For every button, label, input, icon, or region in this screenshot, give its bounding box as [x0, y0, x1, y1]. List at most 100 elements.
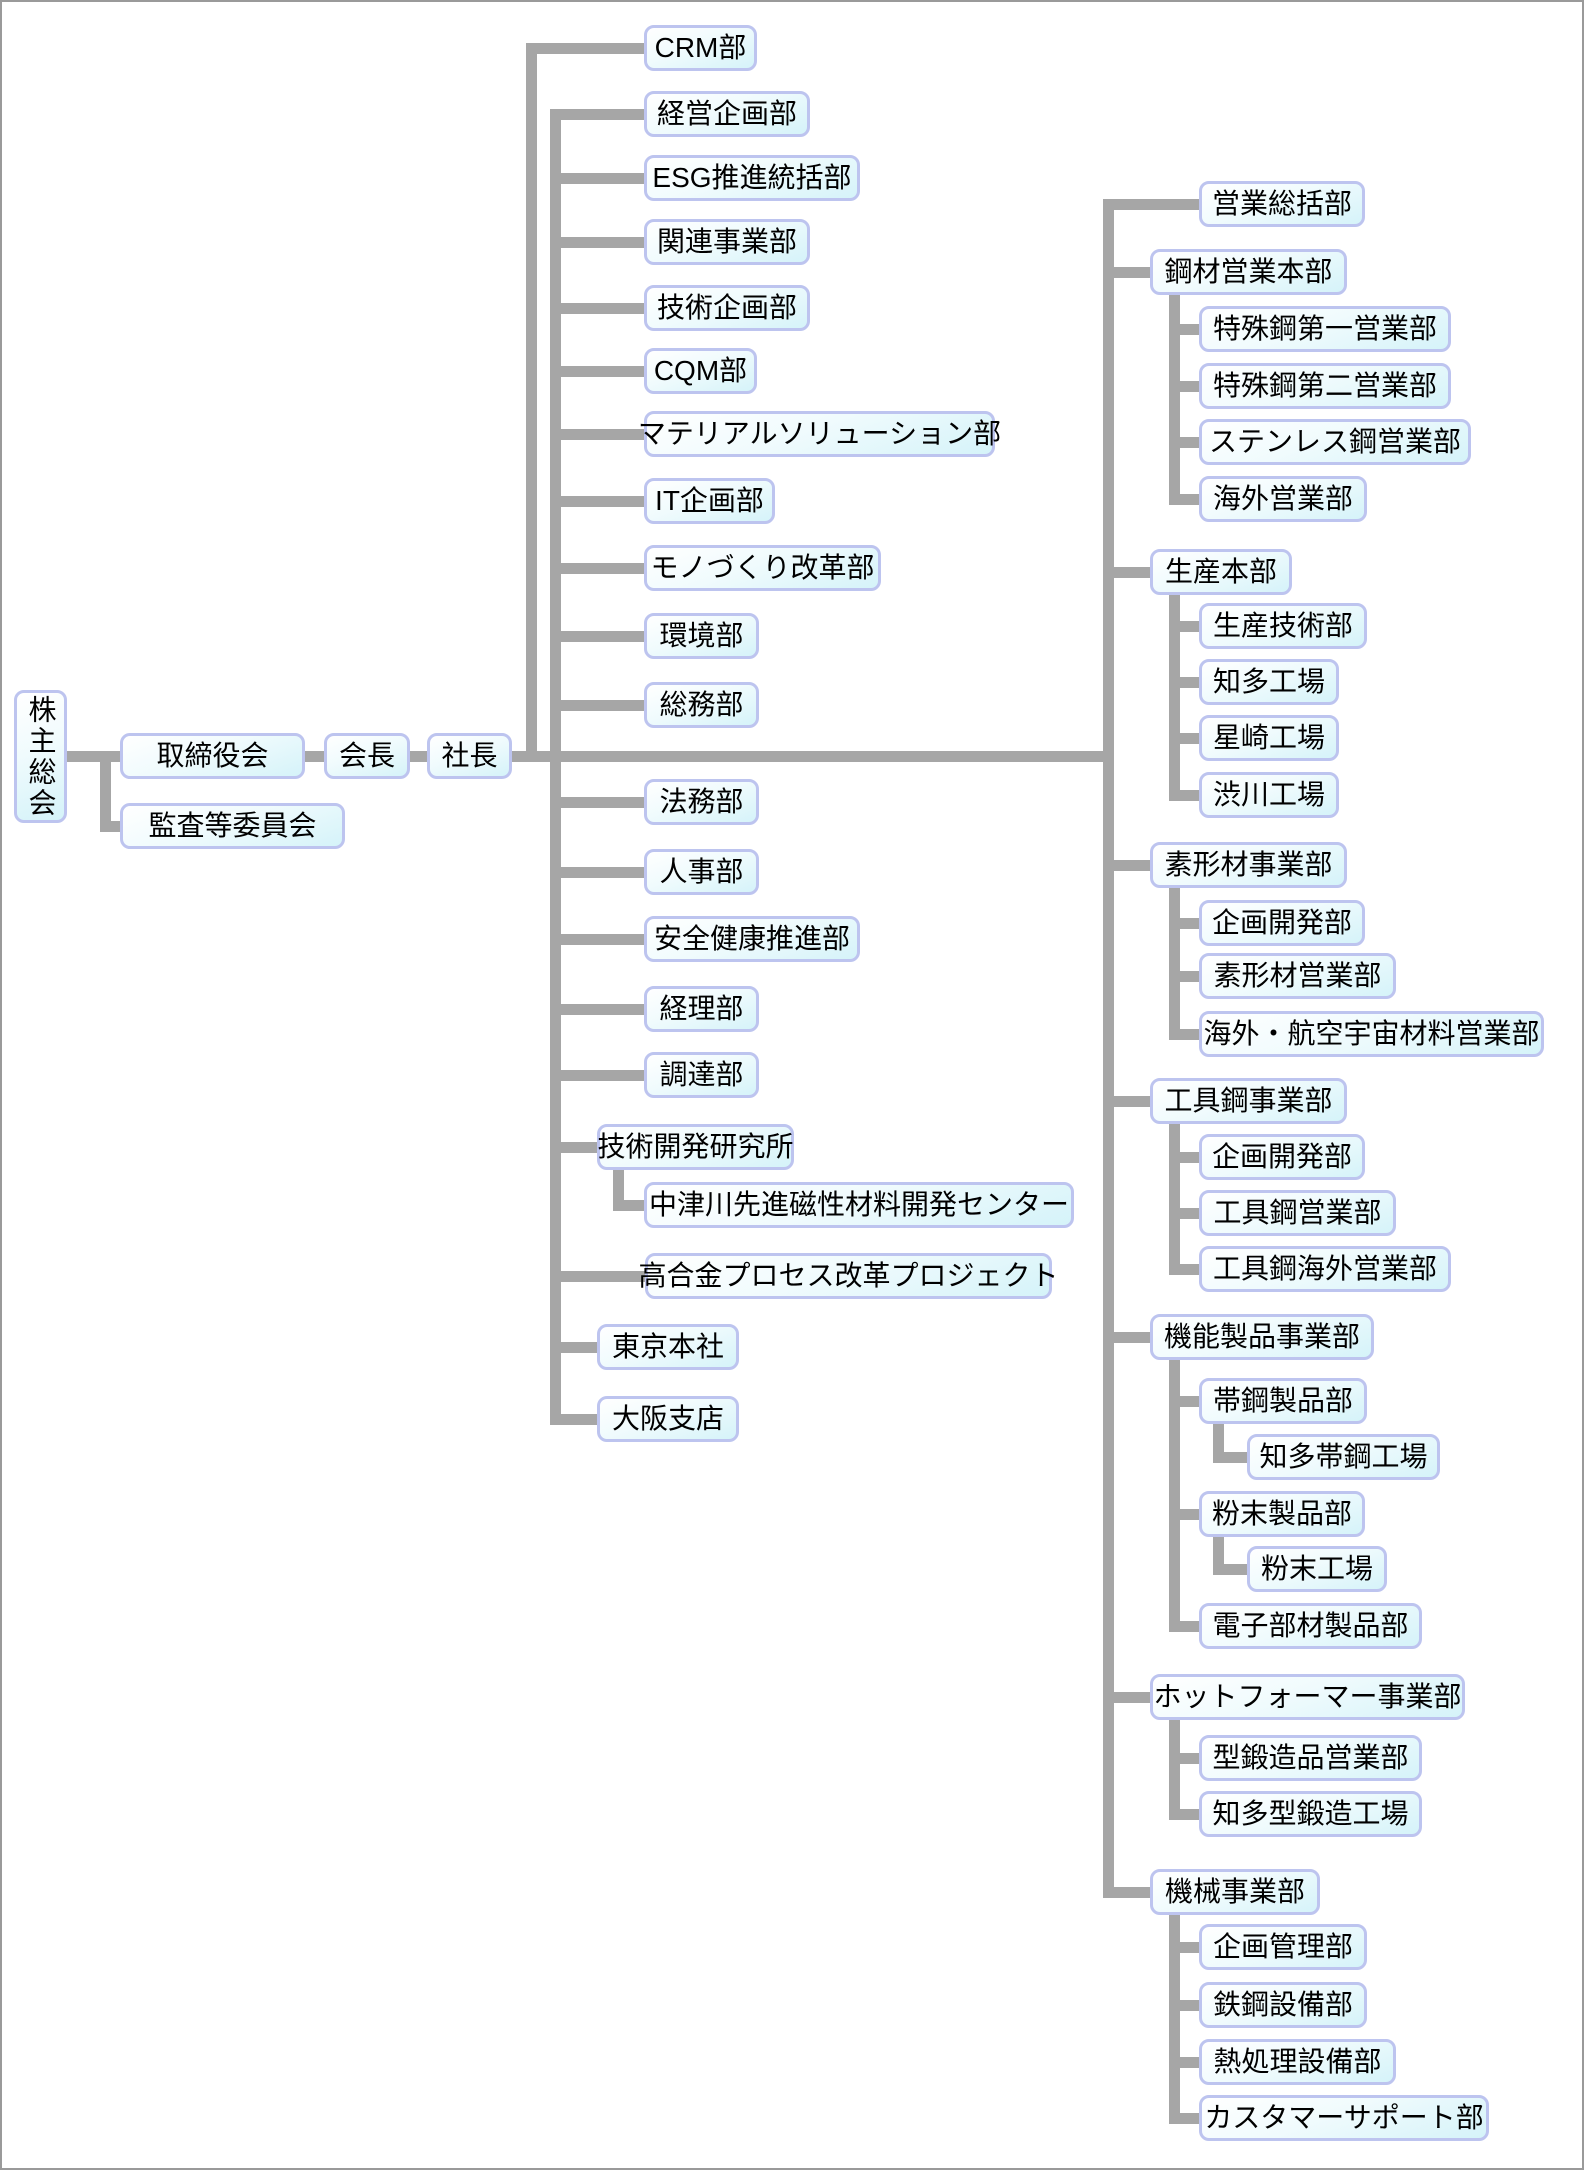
org-node-raw-materials-div: 素形材事業部	[1150, 842, 1347, 888]
connector-line	[1103, 567, 1150, 578]
connector-line	[550, 237, 644, 248]
org-node-raw-materials-sales: 素形材営業部	[1199, 953, 1396, 999]
connector-line	[1103, 267, 1150, 278]
connector-line	[550, 109, 561, 1424]
org-node-production-engineering: 生産技術部	[1199, 603, 1367, 649]
connector-line	[1169, 494, 1199, 505]
org-node-audit-committee: 監査等委員会	[120, 803, 345, 849]
connector-line	[1169, 790, 1199, 801]
connector-line	[1213, 1564, 1247, 1575]
connector-line	[1169, 381, 1199, 392]
connector-line	[1169, 437, 1199, 448]
org-node-tool-steel-overseas-sales: 工具鋼海外営業部	[1199, 1246, 1451, 1292]
org-node-steel-equipment: 鉄鋼設備部	[1199, 1982, 1367, 2028]
connector-line	[1169, 888, 1180, 1040]
connector-line	[550, 563, 644, 574]
connector-line	[550, 867, 644, 878]
connector-line	[67, 751, 120, 762]
connector-line	[1169, 324, 1199, 335]
org-node-overseas-sales: 海外営業部	[1199, 476, 1367, 522]
org-node-board-of-directors: 取締役会	[120, 733, 305, 779]
connector-line	[410, 751, 427, 762]
connector-line	[1169, 1208, 1199, 1219]
connector-line	[1103, 1332, 1150, 1343]
org-node-sales-general: 営業総括部	[1199, 181, 1365, 227]
connector-line	[550, 173, 644, 184]
org-node-hot-former-div: ホットフォーマー事業部	[1150, 1674, 1465, 1720]
connector-line	[1103, 199, 1199, 210]
connector-line	[1103, 1692, 1150, 1703]
connector-line	[550, 1271, 645, 1282]
connector-line	[100, 821, 120, 832]
connector-line	[550, 1070, 644, 1081]
connector-line	[550, 1142, 597, 1153]
org-node-affiliated-business: 関連事業部	[644, 219, 810, 265]
org-node-nakatsugawa-magnetic-center: 中津川先進磁性材料開発センター	[644, 1182, 1074, 1228]
org-node-procurement: 調達部	[644, 1052, 759, 1098]
org-node-legal: 法務部	[644, 779, 759, 825]
connector-line	[1103, 199, 1114, 1898]
connector-line	[1169, 621, 1199, 632]
org-node-tool-steel-sales: 工具鋼営業部	[1199, 1190, 1396, 1236]
org-node-shareholders-meeting: 株主総会	[14, 690, 67, 823]
org-node-chita-plant: 知多工場	[1199, 659, 1339, 705]
connector-line	[1169, 1621, 1199, 1632]
connector-line	[1103, 1887, 1150, 1898]
connector-line	[1169, 1753, 1199, 1764]
connector-line	[1169, 295, 1180, 505]
connector-line	[100, 751, 111, 832]
connector-line	[1169, 677, 1199, 688]
org-node-it-planning: IT企画部	[644, 478, 775, 524]
connector-line	[550, 1004, 644, 1015]
org-node-human-resources: 人事部	[644, 849, 759, 895]
connector-line	[550, 1414, 597, 1425]
connector-line	[1169, 1264, 1199, 1275]
connector-line	[1169, 1509, 1199, 1520]
connector-line	[526, 43, 537, 756]
connector-line	[1169, 1915, 1180, 2124]
org-node-cqm: CQM部	[644, 348, 757, 394]
org-node-heat-treatment-equipment: 熱処理設備部	[1199, 2039, 1396, 2085]
connector-line	[1169, 1809, 1199, 1820]
org-node-esg-promotion: ESG推進統括部	[644, 155, 860, 201]
org-node-functional-products-div: 機能製品事業部	[1150, 1314, 1374, 1360]
connector-line	[1169, 595, 1180, 801]
connector-line	[1169, 1942, 1199, 1953]
org-node-tool-steel-div: 工具鋼事業部	[1150, 1078, 1347, 1124]
connector-line	[1169, 1029, 1199, 1040]
connector-line	[1169, 1152, 1199, 1163]
connector-line	[1169, 1396, 1199, 1407]
connector-line	[1103, 1096, 1150, 1107]
connector-line	[1169, 2057, 1199, 2068]
connector-line	[550, 303, 644, 314]
connector-line	[1169, 733, 1199, 744]
connector-line	[1169, 918, 1199, 929]
org-node-high-alloy-process-project: 高合金プロセス改革プロジェクト	[639, 1253, 1059, 1299]
connector-line	[550, 496, 644, 507]
org-node-corporate-planning: 経営企画部	[644, 91, 810, 137]
connector-line	[1169, 971, 1199, 982]
connector-line	[526, 43, 644, 54]
org-node-osaka-branch: 大阪支店	[597, 1396, 739, 1442]
connector-line	[550, 797, 644, 808]
org-node-strip-steel-products: 帯鋼製品部	[1199, 1378, 1367, 1424]
org-node-powder-plant: 粉末工場	[1247, 1546, 1387, 1592]
org-node-general-affairs: 総務部	[644, 682, 759, 728]
org-node-steel-sales-hq: 鋼材営業本部	[1150, 249, 1347, 295]
org-node-material-solution: マテリアルソリューション部	[638, 411, 1001, 457]
connector-line	[1213, 1452, 1247, 1463]
org-node-raw-materials-planning-dev: 企画開発部	[1199, 900, 1365, 946]
connector-line	[512, 751, 1113, 762]
connector-line	[1213, 1537, 1224, 1575]
org-node-crm: CRM部	[644, 25, 757, 71]
connector-line	[550, 109, 644, 120]
org-node-die-forging-sales: 型鍛造品営業部	[1199, 1735, 1422, 1781]
org-node-production-hq: 生産本部	[1150, 549, 1292, 595]
org-node-machinery-div: 機械事業部	[1150, 1869, 1320, 1915]
org-node-safety-health: 安全健康推進部	[644, 916, 860, 962]
org-node-overseas-aerospace-sales: 海外・航空宇宙材料営業部	[1199, 1011, 1544, 1057]
org-node-specialty-steel-sales-1: 特殊鋼第一営業部	[1199, 306, 1451, 352]
connector-line	[305, 751, 324, 762]
org-node-stainless-steel-sales: ステンレス鋼営業部	[1199, 419, 1471, 465]
